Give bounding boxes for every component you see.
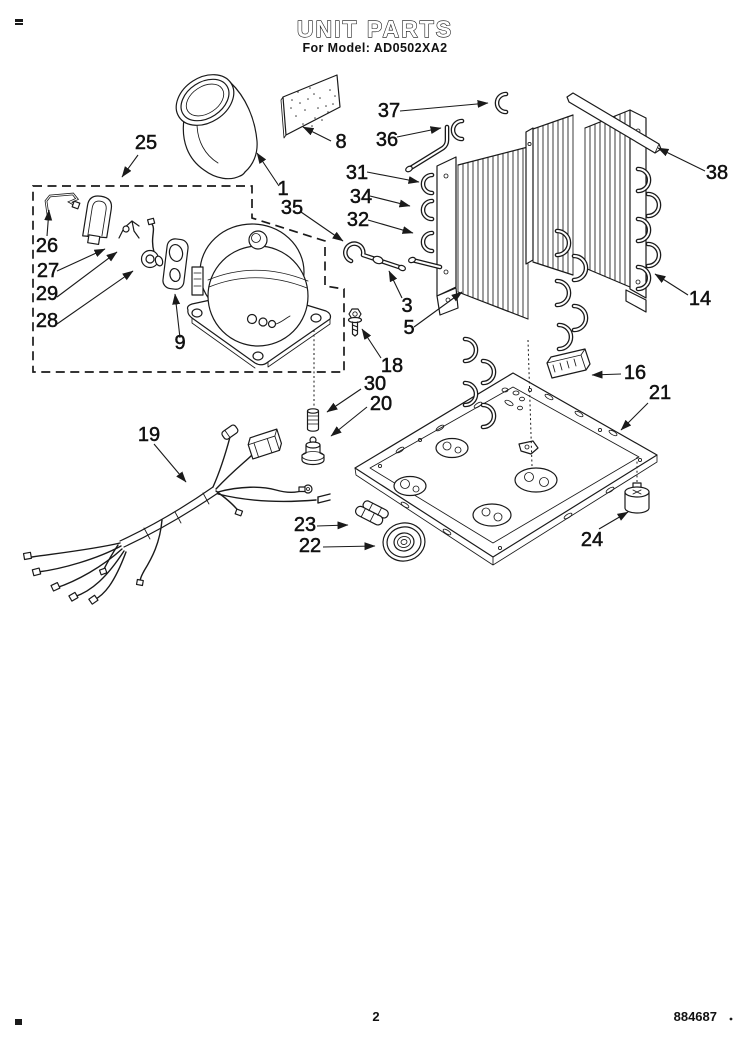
relay-cover-part27 [82, 195, 113, 246]
part-leaders [44, 99, 706, 551]
page-number: 2 [372, 1009, 379, 1024]
part-label-37: 37 [378, 100, 400, 122]
registration-marks [15, 19, 733, 1025]
page-footer: 2 884687 [372, 1009, 717, 1024]
doc-number: 884687 [674, 1009, 717, 1024]
part-label-32: 32 [347, 209, 369, 231]
screw-part18 [347, 308, 363, 337]
part-labels: 25 26 27 29 28 9 1 35 8 37 36 31 34 32 3… [36, 100, 729, 558]
part-label-3: 3 [401, 295, 412, 317]
harness-plug-connector [247, 428, 283, 460]
part-label-22: 22 [299, 535, 321, 557]
part-label-25: 25 [135, 132, 157, 154]
part-label-34: 34 [350, 186, 372, 208]
condenser-u-tubes [635, 166, 662, 292]
condenser-coil-part14 [584, 109, 647, 313]
part-label-35: 35 [281, 197, 303, 219]
cover-plate-part9 [162, 238, 189, 290]
part-label-38: 38 [706, 162, 728, 184]
spacer-part30 [306, 408, 320, 432]
part-label-14: 14 [689, 288, 711, 310]
part-label-31: 31 [346, 162, 368, 184]
part-label-16: 16 [624, 362, 646, 384]
foam-block-part16 [546, 348, 591, 379]
compressor-assembly [44, 192, 332, 369]
air-funnel-part1 [175, 74, 258, 180]
rear-coil-slab [525, 114, 574, 276]
part-label-1: 1 [277, 178, 288, 200]
part-label-20: 20 [370, 393, 392, 415]
pan-mounts [393, 437, 558, 527]
part-label-23: 23 [294, 514, 316, 536]
dashed-service-box [32, 185, 345, 373]
seal-strip-part38 [566, 92, 662, 154]
part-label-24: 24 [581, 529, 603, 551]
part-label-36: 36 [376, 129, 398, 151]
part-label-8: 8 [335, 131, 346, 153]
compressor-body [191, 223, 309, 347]
part-label-28: 28 [36, 310, 58, 332]
clip-part29 [118, 220, 140, 239]
side-stub-tube [408, 256, 443, 270]
process-tube-part3 [343, 241, 406, 272]
part-label-26: 26 [36, 235, 58, 257]
foot-part24 [624, 457, 650, 514]
pin-part23 [354, 500, 389, 526]
part-label-5: 5 [403, 317, 414, 339]
grommet-part28 [140, 217, 164, 269]
speckled-panel-part8 [280, 74, 341, 139]
page-header: UNIT PARTS For Model: AD0502XA2 [296, 15, 453, 55]
part-label-30: 30 [364, 373, 386, 395]
mount-grommet-part20 [301, 436, 325, 466]
wiring-harness-part19 [22, 424, 331, 605]
top-bent-tube [405, 124, 450, 173]
middle-u-tubes [554, 228, 589, 352]
part-label-27: 27 [37, 260, 59, 282]
part-label-18: 18 [381, 355, 403, 377]
evaporator-coil-part5 [436, 146, 529, 320]
lower-u-tubes [462, 336, 497, 430]
model-subtitle: For Model: AD0502XA2 [302, 41, 447, 55]
part-label-9: 9 [174, 332, 185, 354]
retainer-clips [420, 91, 509, 254]
part-label-29: 29 [36, 283, 58, 305]
part-label-19: 19 [138, 424, 160, 446]
coil-assemblies [343, 91, 662, 430]
page-title: UNIT PARTS [297, 16, 453, 42]
wheel-part22 [382, 522, 426, 562]
part-label-21: 21 [649, 382, 671, 404]
base-pan-part21 [354, 372, 658, 566]
wire-bracket-part26 [44, 192, 81, 217]
